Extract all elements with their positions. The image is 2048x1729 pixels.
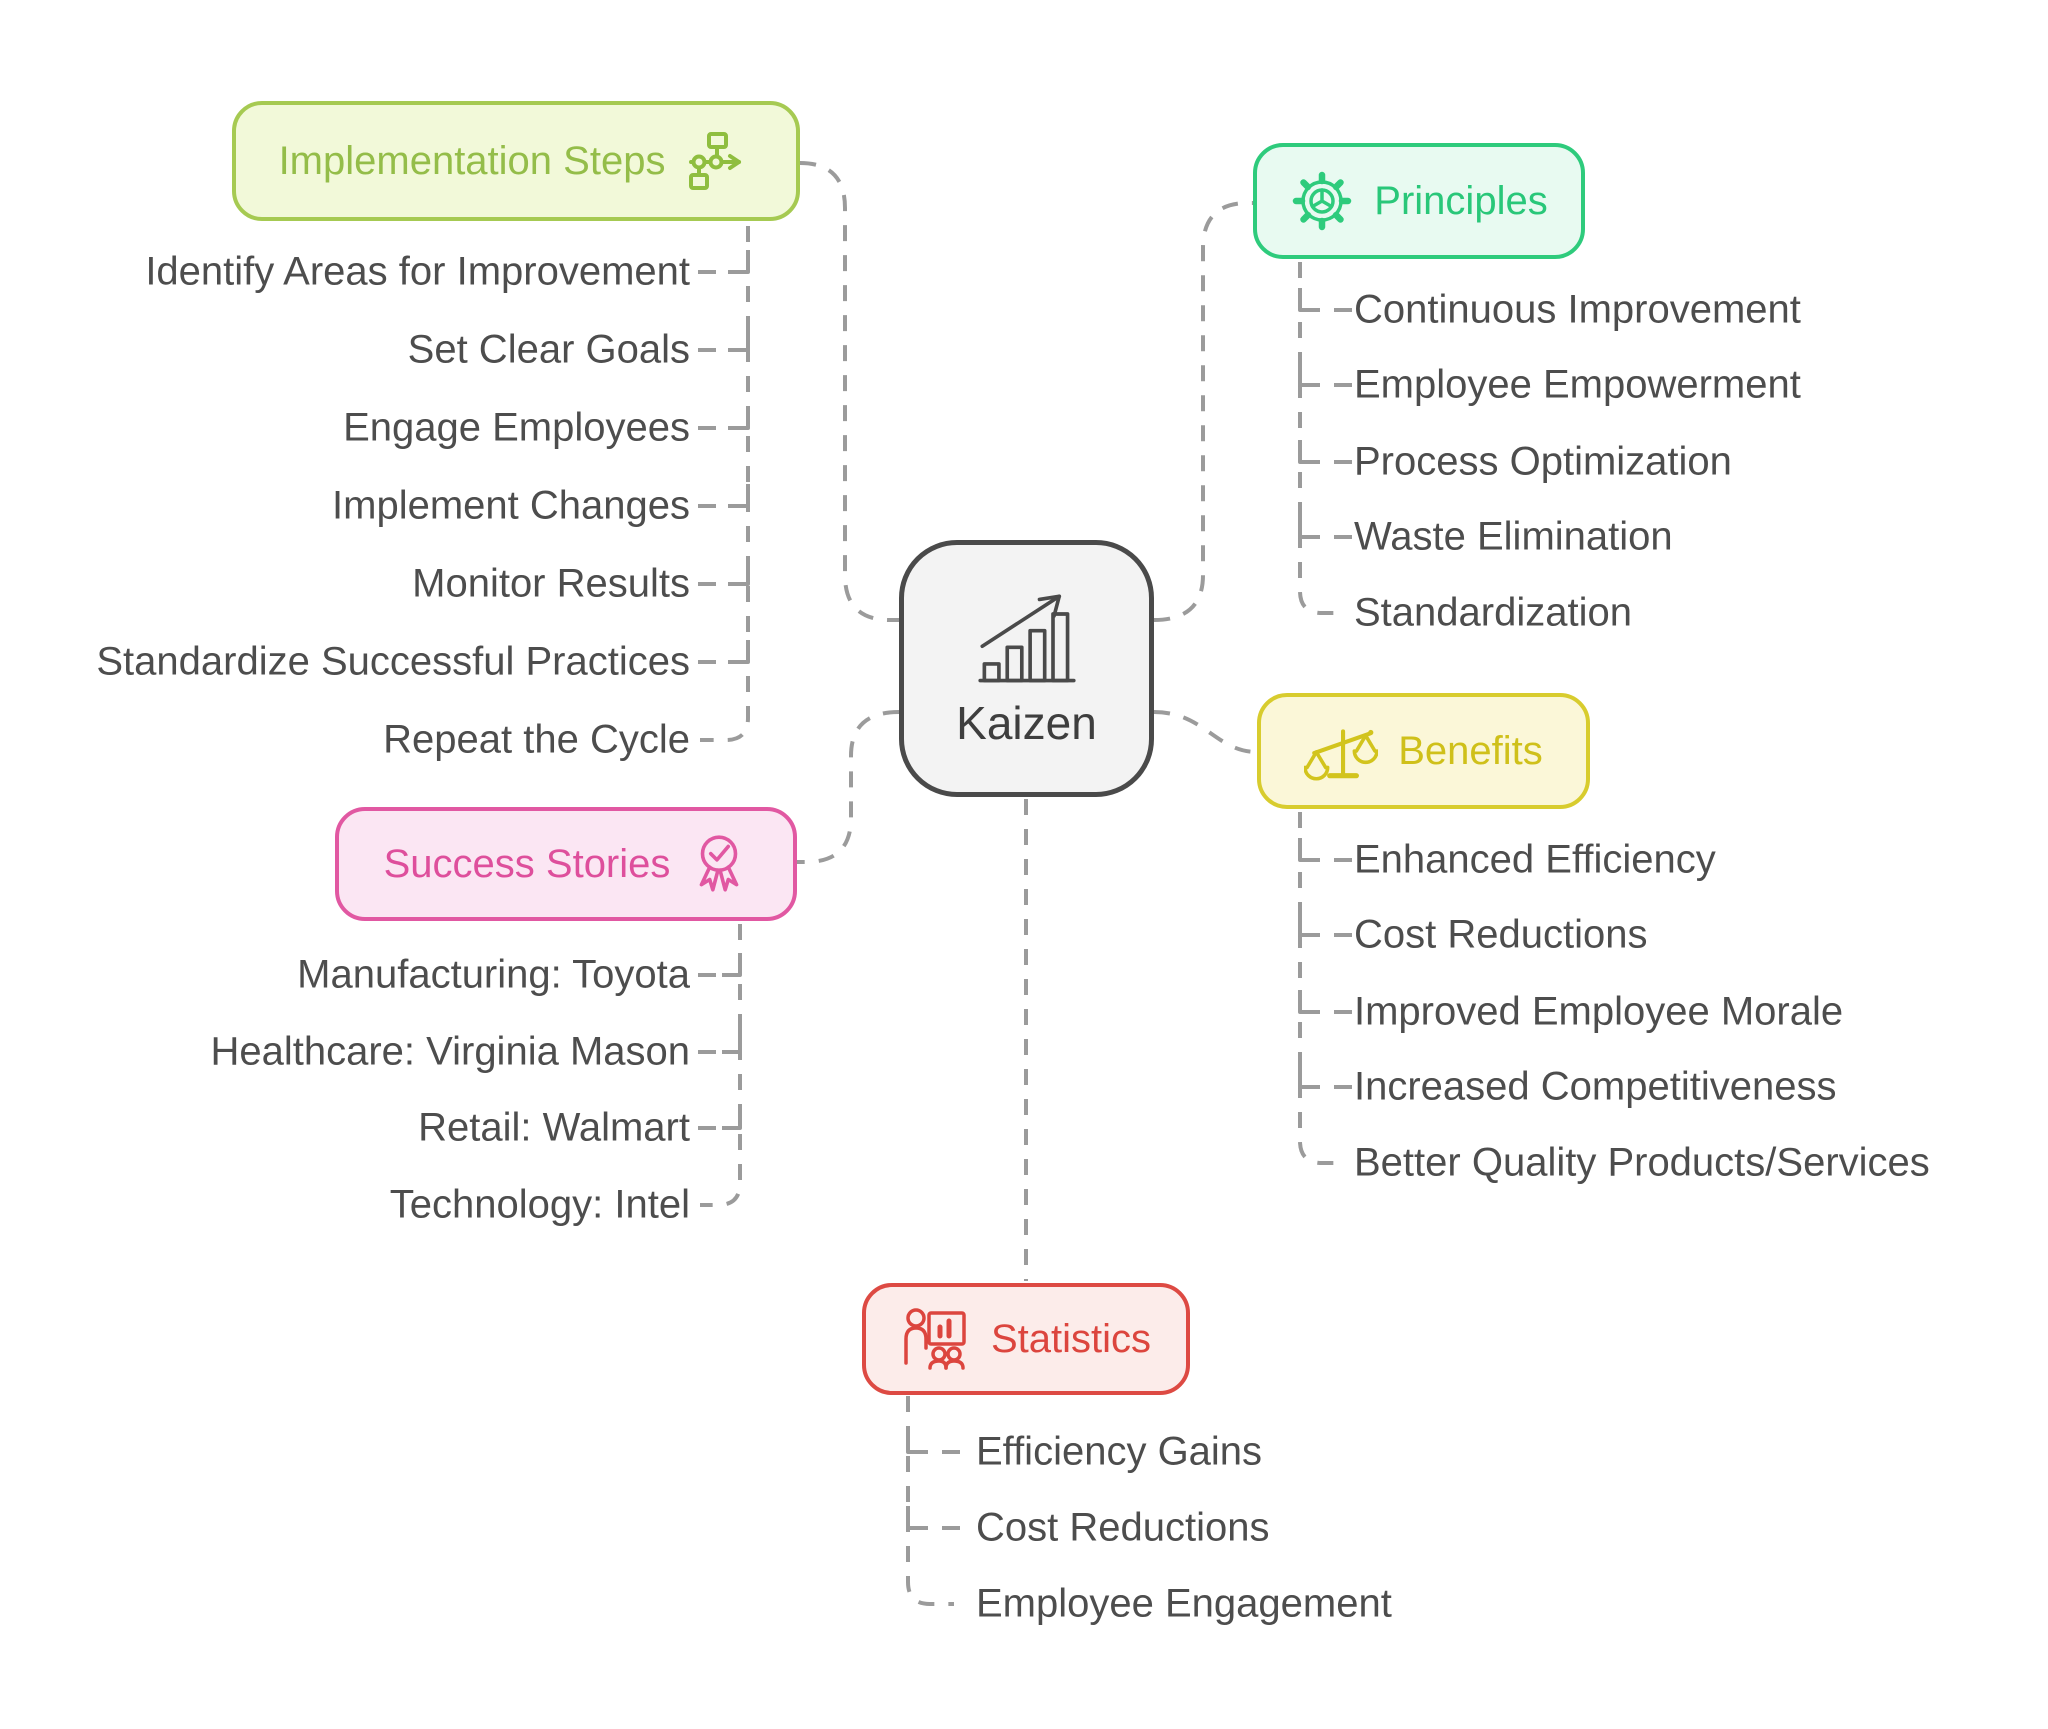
benefits-item-5[interactable]: Better Quality Products/Services [1354,1140,1930,1185]
statistics-item-3[interactable]: Employee Engagement [976,1581,1392,1626]
spine-principles [1298,262,1346,615]
presentation-stats-icon [904,1308,966,1370]
tick-implementation-3 [698,406,750,430]
principles-item-2[interactable]: Employee Empowerment [1354,362,1801,407]
growth-trend-icon [977,594,1076,682]
connector-center-principles [1153,201,1253,622]
principles-item-1[interactable]: Continuous Improvement [1354,287,1801,332]
benefits-item-1[interactable]: Enhanced Efficiency [1354,837,1716,882]
branch-success-stories-label: Success Stories [383,841,671,886]
implementation-item-3[interactable]: Engage Employees [343,405,690,450]
tick-success-2 [698,1030,742,1054]
success-item-3[interactable]: Retail: Walmart [418,1105,690,1150]
statistics-item-1[interactable]: Efficiency Gains [976,1429,1263,1474]
branch-statistics-label: Statistics [990,1316,1152,1361]
tick-benefits-2 [1298,913,1352,937]
branch-principles[interactable]: Principles [1253,143,1585,259]
implementation-item-4[interactable]: Implement Changes [332,483,690,528]
spine-success-stories [700,924,742,1207]
tick-statistics-2 [906,1506,960,1530]
tick-principles-4 [1298,515,1352,539]
tick-implementation-2 [698,328,750,352]
statistics-item-2[interactable]: Cost Reductions [976,1505,1270,1550]
branch-implementation-steps-label: Implementation Steps [278,138,666,183]
branch-implementation-steps[interactable]: Implementation Steps [232,101,800,221]
workflow-icon [689,132,742,190]
tick-benefits-3 [1298,990,1352,1014]
branch-success-stories[interactable]: Success Stories [335,807,797,921]
connector-center-benefits [1153,710,1258,754]
success-item-4[interactable]: Technology: Intel [389,1182,690,1227]
balance-scale-icon [1304,729,1379,781]
center-node-kaizen[interactable]: Kaizen [899,540,1154,797]
principles-item-5[interactable]: Standardization [1354,590,1632,635]
tick-statistics-1 [906,1430,960,1454]
tick-success-3 [698,1106,742,1130]
tick-implementation-4 [698,484,750,508]
implementation-item-1[interactable]: Identify Areas for Improvement [145,249,690,294]
implementation-item-5[interactable]: Monitor Results [412,561,690,606]
tick-benefits-4 [1298,1065,1352,1089]
award-medal-icon [700,835,739,892]
spine-statistics [906,1396,954,1606]
implementation-item-7[interactable]: Repeat the Cycle [383,717,690,762]
tick-benefits-1 [1298,838,1352,862]
branch-statistics[interactable]: Statistics [862,1283,1190,1395]
tick-principles-1 [1298,288,1352,312]
benefits-item-2[interactable]: Cost Reductions [1354,912,1648,957]
tick-success-1 [698,953,742,977]
tick-implementation-5 [698,562,750,586]
tick-principles-2 [1298,363,1352,387]
success-item-1[interactable]: Manufacturing: Toyota [297,952,690,997]
implementation-item-6[interactable]: Standardize Successful Practices [96,639,690,684]
tick-principles-3 [1298,440,1352,464]
benefits-item-3[interactable]: Improved Employee Morale [1354,989,1844,1034]
principles-item-4[interactable]: Waste Elimination [1354,514,1673,559]
success-item-2[interactable]: Healthcare: Virginia Mason [210,1029,690,1074]
branch-benefits-label: Benefits [1398,728,1543,773]
principles-item-3[interactable]: Process Optimization [1354,439,1732,484]
spine-implementation-steps [700,226,750,742]
connector-implementation-center [799,161,899,622]
branch-principles-label: Principles [1374,178,1548,223]
tick-implementation-6 [698,640,750,664]
center-node-label: Kaizen [956,696,1097,749]
spine-benefits [1298,812,1346,1165]
benefits-item-4[interactable]: Increased Competitiveness [1354,1064,1837,1109]
gear-icon [1293,171,1352,231]
tick-implementation-1 [698,250,750,274]
implementation-item-2[interactable]: Set Clear Goals [407,327,690,372]
branch-benefits[interactable]: Benefits [1257,693,1590,809]
connector-center-success [797,710,900,864]
